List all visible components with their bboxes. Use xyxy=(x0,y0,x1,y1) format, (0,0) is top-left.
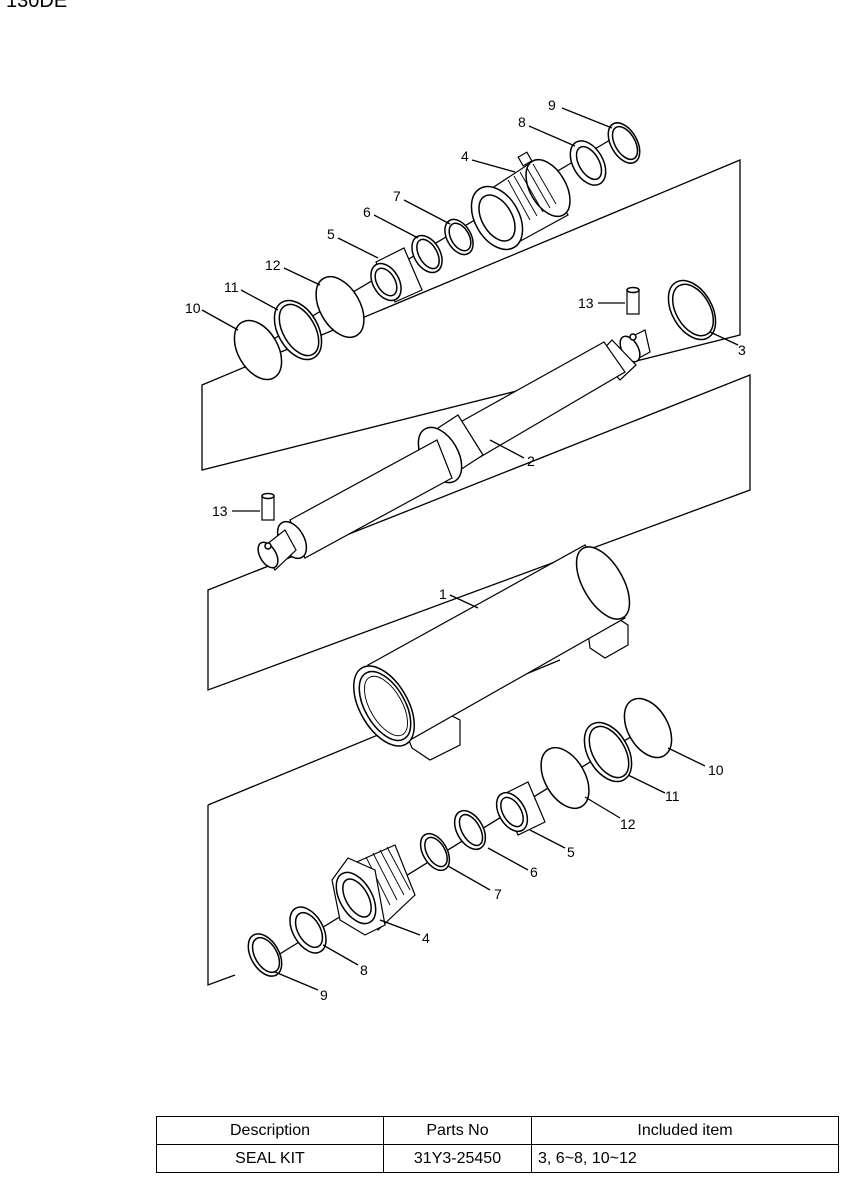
part-10-upper-ring xyxy=(233,319,283,381)
callout-upper-8: 8 xyxy=(518,114,526,130)
part-5-lower-bushing xyxy=(495,781,546,836)
callout-upper-10: 10 xyxy=(185,300,201,316)
callout-lower-9: 9 xyxy=(320,987,328,1003)
panel-middle-outline xyxy=(207,374,751,691)
cell-description: SEAL KIT xyxy=(156,1144,384,1173)
part-12-upper-ring xyxy=(315,275,365,339)
part-4-upper-gland xyxy=(470,151,571,251)
callout-upper-4: 4 xyxy=(461,148,469,164)
callout-upper-5: 5 xyxy=(327,226,335,242)
part-5-upper-bushing xyxy=(370,247,423,303)
part-9-upper-snap-ring xyxy=(607,122,641,164)
panel-upper-outline xyxy=(201,159,741,471)
callout-upper-11: 11 xyxy=(224,279,239,295)
part-8-upper-ring xyxy=(569,140,607,186)
callout-lower-6: 6 xyxy=(530,864,538,880)
part-11-upper-ring xyxy=(273,299,323,361)
part-13-pin-lower xyxy=(261,492,275,521)
seal-kit-table: Description Parts No Included item SEAL … xyxy=(156,1116,839,1173)
callout-upper-9: 9 xyxy=(548,97,556,113)
leader-lines xyxy=(201,107,739,991)
col-description-header: Description xyxy=(156,1116,384,1145)
callout-upper-6: 6 xyxy=(363,204,371,220)
part-8-lower-ring xyxy=(289,906,327,954)
col-included-item-header: Included item xyxy=(531,1116,839,1145)
callout-upper-13: 13 xyxy=(578,295,594,311)
callout-lower-10: 10 xyxy=(708,762,724,778)
part-10-lower-ring xyxy=(623,697,673,759)
lower-axis-line xyxy=(269,724,651,961)
callout-lower-12: 12 xyxy=(620,816,636,832)
part-12-lower-ring xyxy=(540,746,590,810)
callout-lower-11: 11 xyxy=(665,788,680,804)
cell-parts-no: 31Y3-25450 xyxy=(383,1144,532,1173)
callout-lower-4: 4 xyxy=(422,930,430,946)
callout-3: 3 xyxy=(738,342,746,358)
part-11-lower-ring xyxy=(583,721,633,783)
callout-lower-5: 5 xyxy=(567,844,575,860)
part-7-lower-ring xyxy=(419,832,451,872)
part-6-lower-ring xyxy=(453,809,487,851)
callout-upper-7: 7 xyxy=(393,188,401,204)
callout-lower-7: 7 xyxy=(494,886,502,902)
table-header-row: Description Parts No Included item xyxy=(156,1116,839,1145)
callout-2: 2 xyxy=(527,453,535,469)
cell-included-item: 3, 6~8, 10~12 xyxy=(531,1144,839,1173)
callout-lower-13: 13 xyxy=(212,503,228,519)
part-1-cylinder-tube xyxy=(352,544,631,761)
col-parts-no-header: Parts No xyxy=(383,1116,532,1145)
table-row: SEAL KIT 31Y3-25450 3, 6~8, 10~12 xyxy=(156,1144,839,1173)
part-3-ring xyxy=(667,279,717,341)
page-header-model: 130DE xyxy=(6,0,68,12)
part-13-pin-upper xyxy=(626,286,640,315)
callout-lower-8: 8 xyxy=(360,962,368,978)
part-4-lower-gland xyxy=(331,844,416,936)
part-2-piston-rod xyxy=(257,329,651,571)
part-9-lower-snap-ring xyxy=(247,933,283,977)
callout-upper-12: 12 xyxy=(265,257,281,273)
part-6-upper-ring xyxy=(411,234,443,274)
callout-1: 1 xyxy=(439,586,447,602)
exploded-parts-diagram: 9 8 4 7 6 5 12 11 10 13 3 2 13 1 10 11 1… xyxy=(185,97,751,1003)
part-7-upper-ring xyxy=(444,218,474,256)
